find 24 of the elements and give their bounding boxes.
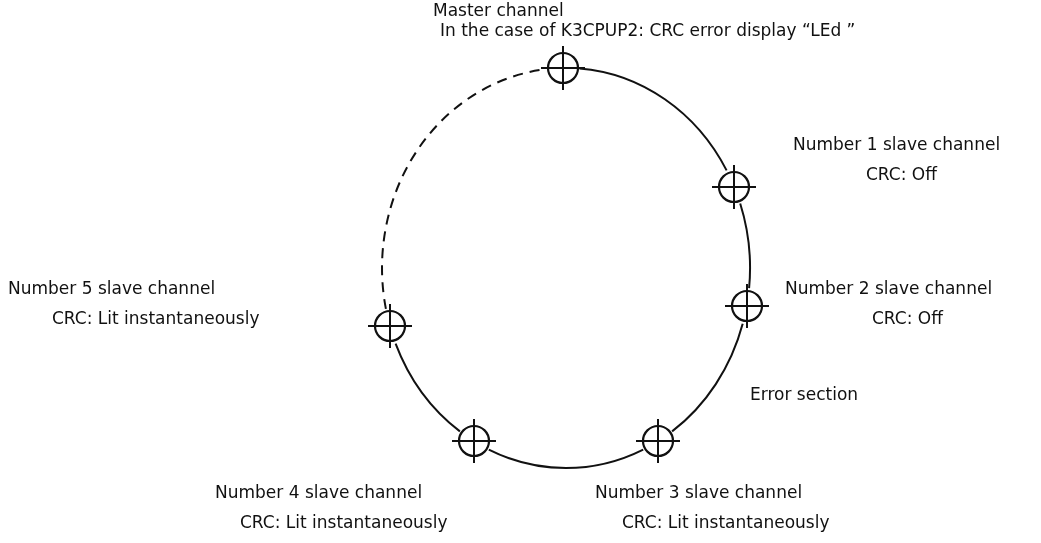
status-text: CRC: Off [872,308,943,328]
crosshair-circle [368,304,413,349]
channel-name: Number 3 slave channel [595,482,803,502]
crosshair-circle [636,419,680,464]
status-text: CRC: Lit instantaneously [240,512,448,532]
channel-name: Number 2 slave channel [785,278,993,298]
crosshair-circle [452,419,496,464]
channel-name: Number 5 slave channel [8,278,216,298]
ring-arc [739,202,752,290]
section-label: Error section [750,384,859,404]
crosshair-circle [712,164,757,209]
status-text: In the case of K3CPUP2: CRC error display “LEd ” [440,20,856,40]
ring-arc [671,322,744,433]
ring-arc [578,67,728,172]
status-text: CRC: Lit instantaneously [52,308,260,328]
channel-name: Number 1 slave channel [793,134,1001,154]
crosshair-circle [724,284,769,329]
channel-name: Master channel [433,0,564,20]
ring-arc [487,448,645,469]
status-text: CRC: Lit instantaneously [622,512,830,532]
status-text: CRC: Off [866,164,937,184]
ring-arc [394,342,461,433]
crosshair-circle [540,46,585,90]
channel-name: Number 4 slave channel [215,482,423,502]
